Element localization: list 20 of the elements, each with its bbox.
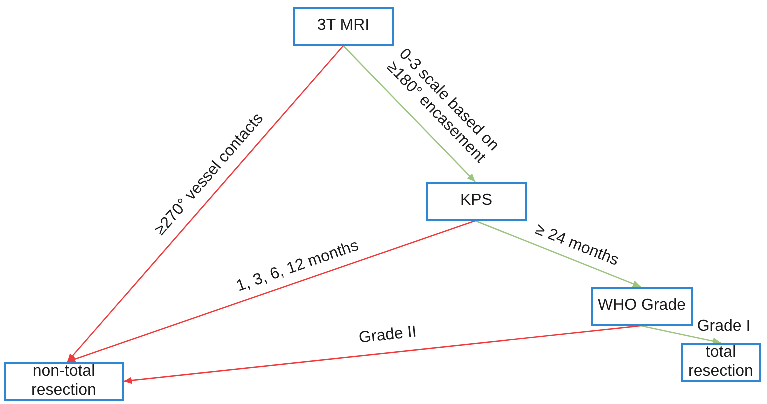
process-box [4,362,124,401]
arrow [343,46,476,182]
process-box [426,182,527,221]
process-box [591,287,693,326]
process-box [293,7,394,46]
edge-label: Grade II [358,324,418,348]
arrow [124,325,642,384]
box-label: total resection [688,344,754,381]
edge-label: 1, 3, 6, 12 months [234,237,362,297]
box-label: 3T MRI [317,17,370,36]
arrow [640,325,722,345]
process-box [681,343,761,382]
edge-label: Grade I [697,318,751,336]
edge-label: ≥ 24 months [532,221,622,271]
box-label: KPS [460,192,492,211]
arrow [67,46,344,362]
arrow [475,220,642,288]
arrow [67,220,476,363]
box-label: WHO Grade [598,297,686,316]
box-label: non-total resection [30,363,98,400]
